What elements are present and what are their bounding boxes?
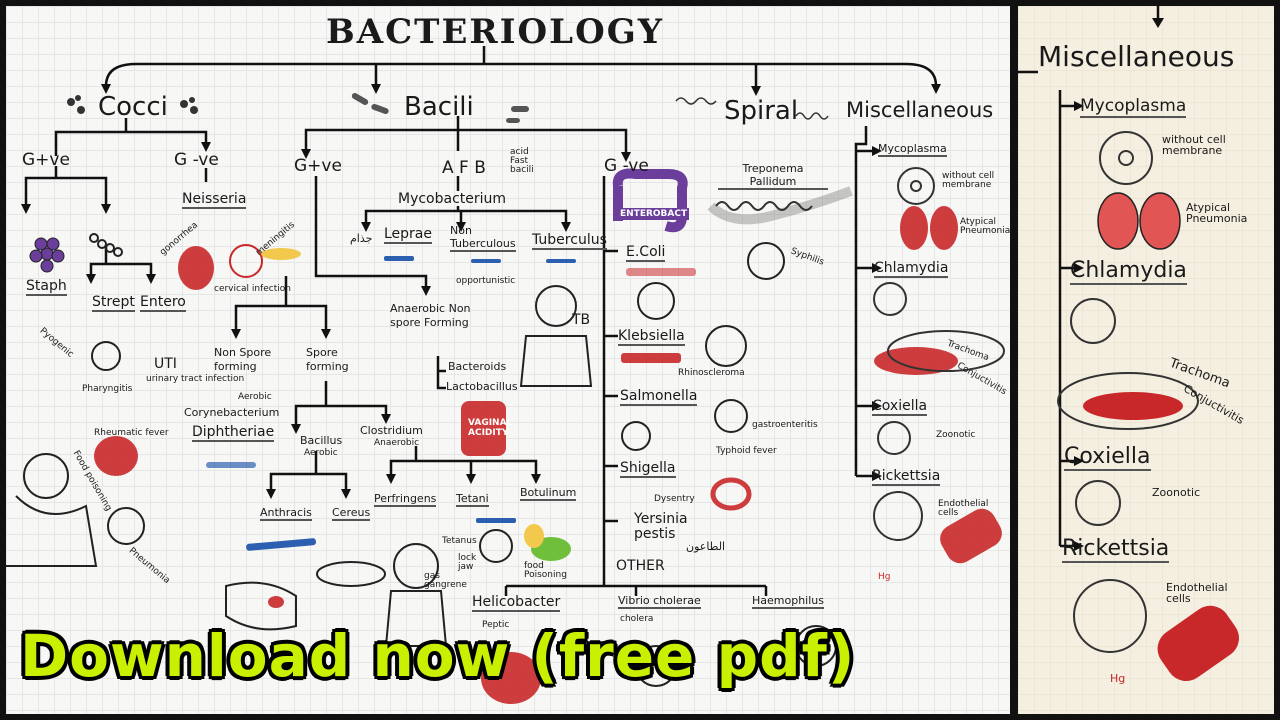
salmonella-label: Salmonella <box>620 388 698 406</box>
dysentry-label: Dysentry <box>654 494 695 504</box>
botulinum-food-poisoning-label: food Poisoning <box>524 561 567 580</box>
neisseria-label: Neisseria <box>182 191 247 209</box>
side-connectors <box>1018 6 1239 682</box>
rheumatic-label: Rheumatic fever <box>94 428 169 438</box>
tb-label: TB <box>572 312 591 328</box>
tuberculus-label: Tuberculus <box>532 232 607 250</box>
uti-sub-label: urinary tract infection <box>146 374 245 384</box>
lock-jaw-label: lock jaw <box>458 553 477 572</box>
aerobic-label: Aerobic <box>238 392 272 402</box>
bacili-gpos: G+ve <box>294 156 342 176</box>
misc-endothelial-label: Endothelial cells <box>938 499 989 518</box>
vibrio-label: Vibrio cholerae <box>618 594 701 609</box>
yersinia-ar-label: الطاعون <box>686 540 726 553</box>
misc-without-cell-label: without cell membrane <box>942 171 995 190</box>
klebsiella-label: Klebsiella <box>618 328 685 346</box>
side-endothelial-label: Endothelial cells <box>1166 581 1228 605</box>
leprae-ar-label: جذام <box>350 232 373 245</box>
shigella-label: Shigella <box>620 460 676 478</box>
side-title: Miscellaneous <box>1038 40 1235 73</box>
spore-label: Spore forming <box>306 346 349 373</box>
anthracis-label: Anthracis <box>260 506 312 521</box>
tetanus-label: Tetanus <box>442 536 477 546</box>
uti-label: UTI <box>154 356 177 372</box>
misc-zoonotic-label: Zoonotic <box>936 430 976 440</box>
yersinia-label: Yersinia pestis <box>634 511 688 542</box>
strept-label: Strept <box>92 294 135 312</box>
misc-coxiella-label: Coxiella <box>872 398 928 416</box>
mycobacterium-label: Mycobacterium <box>398 191 507 207</box>
main-mindmap: BACTERIOLOGY Cocci Bacili Spiral Miscell… <box>6 6 1010 714</box>
entero-label: Entero <box>140 294 186 312</box>
bacillus-sub-label: Aerobic <box>304 448 338 458</box>
staph-label: Staph <box>26 278 67 296</box>
misc-chlamydia-label: Chlamydia <box>874 260 949 278</box>
connector-lines <box>6 46 1005 704</box>
rhinoscleroma-label: Rhinoscleroma <box>678 368 745 378</box>
gastroenteritis-label: gastroenteritis <box>752 420 818 430</box>
enterobact-label: ENTEROBACT <box>618 208 690 220</box>
opportunistic-label: opportunistic <box>456 276 516 286</box>
bacili-afb: A F B <box>442 158 486 178</box>
bacillus-label: Bacillus <box>300 434 343 447</box>
pharyngitis-label: Pharyngitis <box>82 384 133 394</box>
side-chlamydia-label: Chlamydia <box>1070 258 1187 285</box>
corynebacterium-label: Corynebacterium <box>184 406 280 419</box>
peptic-label: Peptic <box>482 620 510 630</box>
tetani-label: Tetani <box>456 492 489 507</box>
non-spore-label: Non Spore forming <box>214 346 272 373</box>
side-atypical-label: Atypical Pneumonia <box>1186 201 1248 225</box>
gas-gangrene-label: gas gangrene <box>424 571 467 590</box>
anaerobic-nsf-label: Anaerobic Non spore Forming <box>390 302 471 329</box>
helicobacter-label: Helicobacter <box>472 594 561 612</box>
cocci-gneg: G -ve <box>174 150 219 170</box>
misc-mycoplasma-label: Mycoplasma <box>878 142 947 157</box>
side-zoom-panel: Miscellaneous Mycoplasma without cell me… <box>1018 6 1274 714</box>
perfringens-label: Perfringens <box>374 492 437 507</box>
vaginal-label: VAGINAL ACIDITY <box>468 418 513 438</box>
bacili-gneg: G -ve <box>604 156 649 176</box>
bacteroids-label: Bacteroids <box>448 360 507 373</box>
clostridium-sub-label: Anaerobic <box>374 438 420 448</box>
page-title: BACTERIOLOGY <box>326 12 665 52</box>
ecoli-label: E.Coli <box>626 244 666 262</box>
afb-note: acid Fast bacili <box>510 147 534 175</box>
category-spiral: Spiral <box>724 96 799 126</box>
leprae-label: Leprae <box>384 226 433 244</box>
lactobacillus-label: Lactobacillus <box>446 380 518 393</box>
cholera-label: cholera <box>620 614 654 624</box>
side-mycoplasma-label: Mycoplasma <box>1080 96 1187 118</box>
download-banner[interactable]: Download now (free pdf) <box>20 622 856 690</box>
haemophilus-label: Haemophilus <box>752 594 824 609</box>
clostridium-label: Clostridium <box>360 424 423 437</box>
category-misc: Miscellaneous <box>846 98 994 122</box>
misc-rickettsia-label: Rickettsia <box>872 468 941 486</box>
cervical-label: cervical infection <box>214 284 291 294</box>
cereus-label: Cereus <box>332 506 371 521</box>
non-tuberculous-label: Non Tuberculous <box>450 224 516 252</box>
misc-atypical-label: Atypical Pneumonia <box>960 217 1010 236</box>
side-without-cell-label: without cell membrane <box>1162 133 1226 157</box>
misc-hg-label: Hg <box>878 572 891 582</box>
side-hg-label: Hg <box>1110 672 1126 685</box>
diphtheriae-label: Diphtheriae <box>192 424 275 442</box>
treponema-label: Treponema Pallidum <box>718 162 828 190</box>
typhoid-label: Typhoid fever <box>716 446 777 456</box>
botulinum-label: Botulinum <box>520 486 577 501</box>
side-rickettsia-label: Rickettsia <box>1062 536 1170 563</box>
other-label: OTHER <box>616 558 665 574</box>
side-zoonotic-label: Zoonotic <box>1152 486 1201 499</box>
side-coxiella-label: Coxiella <box>1064 444 1151 471</box>
cocci-gpos: G+ve <box>22 150 70 170</box>
category-cocci: Cocci <box>98 92 168 122</box>
category-bacili: Bacili <box>404 92 474 122</box>
